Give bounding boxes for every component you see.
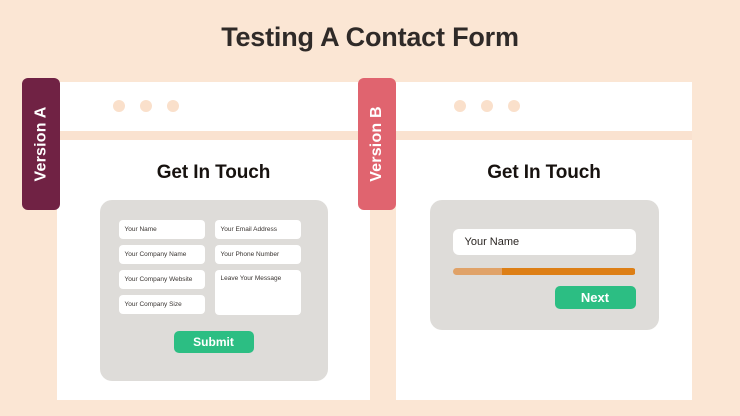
chrome-divider-b bbox=[396, 131, 692, 140]
window-dot-icon bbox=[140, 100, 152, 112]
version-a-tab[interactable]: Version A bbox=[22, 78, 60, 210]
progress-segment-remaining bbox=[501, 268, 636, 275]
browser-chrome-a bbox=[57, 82, 370, 131]
contact-form-b: Your Name Next bbox=[429, 200, 659, 330]
form-column-left: Your Name Your Company Name Your Company… bbox=[118, 220, 205, 315]
next-button[interactable]: Next bbox=[554, 286, 636, 309]
your-name-field[interactable]: Your Name bbox=[118, 220, 205, 239]
company-size-field[interactable]: Your Company Size bbox=[118, 295, 205, 314]
company-name-field[interactable]: Your Company Name bbox=[118, 245, 205, 264]
version-b-tab[interactable]: Version B bbox=[358, 78, 396, 210]
window-dots-b bbox=[454, 100, 520, 112]
company-website-field[interactable]: Your Company Website bbox=[118, 270, 205, 289]
window-dot-icon bbox=[167, 100, 179, 112]
version-b-browser-card: Get In Touch Your Name Next bbox=[396, 82, 692, 400]
version-a-tab-label: Version A bbox=[32, 106, 50, 182]
version-a-browser-card: Get In Touch Your Name Your Company Name… bbox=[57, 82, 370, 400]
browser-chrome-b bbox=[396, 82, 692, 131]
message-textarea[interactable]: Leave Your Message bbox=[214, 270, 301, 315]
form-heading-b: Get In Touch bbox=[487, 162, 601, 183]
browser-body-a: Get In Touch Your Name Your Company Name… bbox=[57, 140, 370, 400]
window-dot-icon bbox=[113, 100, 125, 112]
form-heading-a: Get In Touch bbox=[156, 162, 271, 183]
form-column-right: Your Email Address Your Phone Number Lea… bbox=[214, 220, 301, 315]
email-field[interactable]: Your Email Address bbox=[214, 220, 301, 239]
version-b-tab-label: Version B bbox=[368, 106, 386, 182]
progress-segment-done bbox=[452, 268, 502, 275]
form-progress-bar bbox=[452, 268, 636, 275]
browser-body-b: Get In Touch Your Name Next bbox=[396, 140, 692, 400]
contact-form-a: Your Name Your Company Name Your Company… bbox=[99, 200, 328, 381]
phone-field[interactable]: Your Phone Number bbox=[214, 245, 301, 264]
page-title: Testing A Contact Form bbox=[221, 22, 519, 52]
chrome-divider-a bbox=[57, 131, 370, 140]
your-name-field[interactable]: Your Name bbox=[452, 229, 636, 255]
window-dot-icon bbox=[481, 100, 493, 112]
window-dots-a bbox=[113, 100, 179, 112]
window-dot-icon bbox=[454, 100, 466, 112]
submit-button[interactable]: Submit bbox=[173, 331, 254, 353]
window-dot-icon bbox=[508, 100, 520, 112]
form-fields-grid: Your Name Your Company Name Your Company… bbox=[118, 220, 309, 315]
